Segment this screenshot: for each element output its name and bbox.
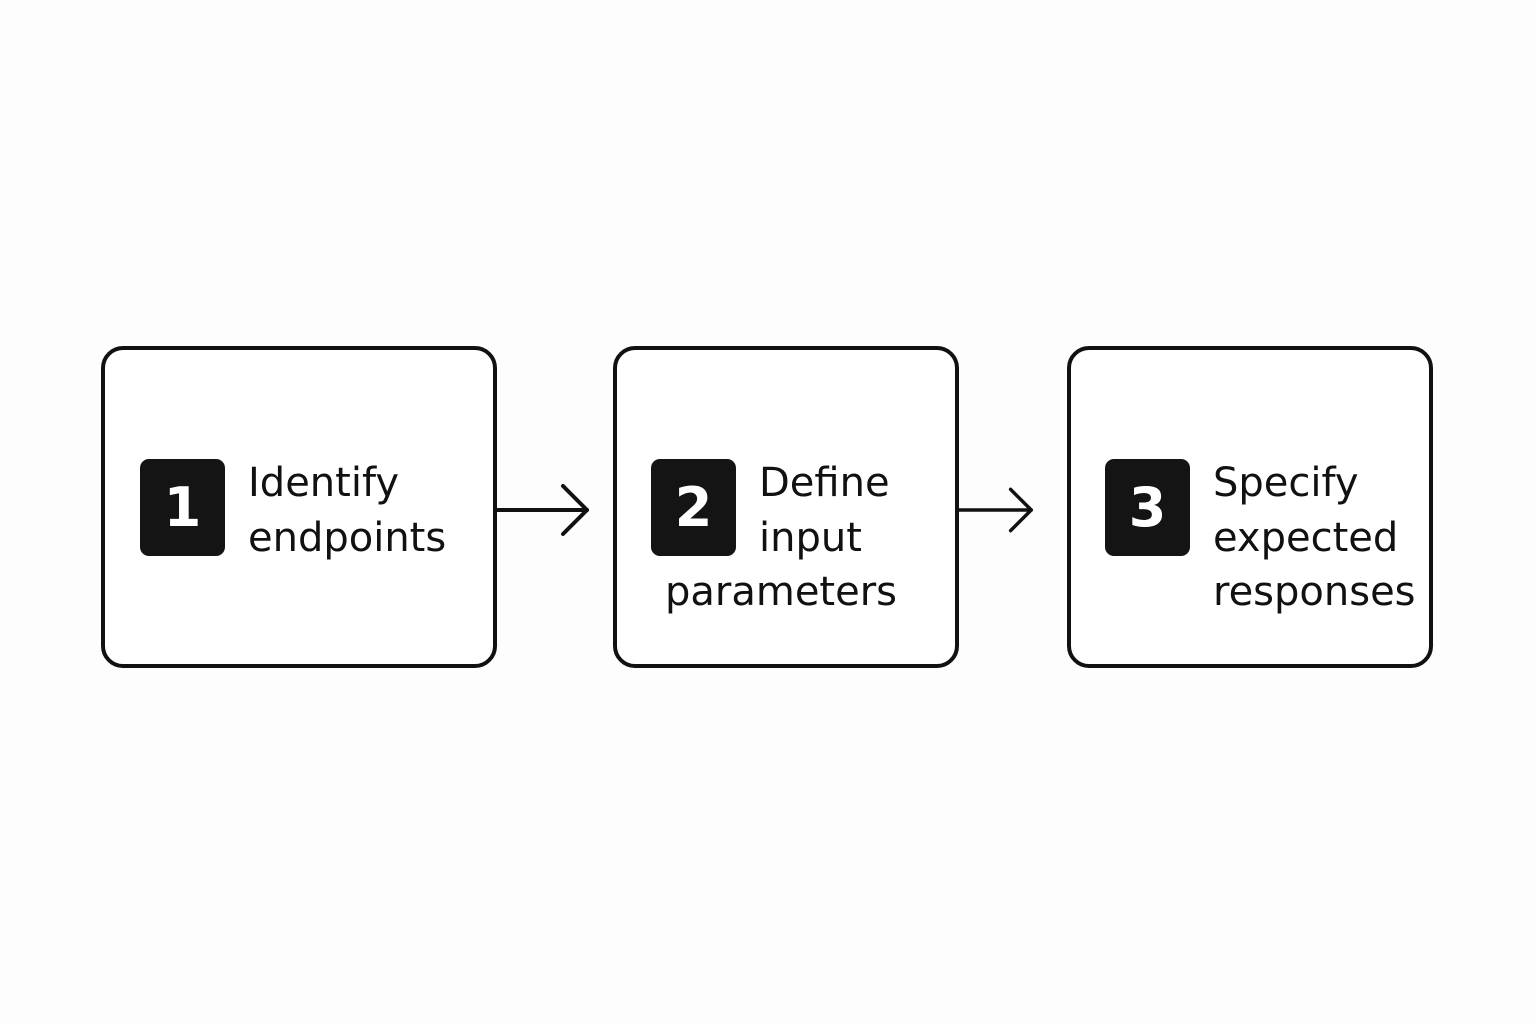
step-1-label-line-2: endpoints: [248, 515, 447, 561]
step-2-number-badge: 2: [651, 459, 736, 556]
step-3-label-line-1: Specify: [1213, 460, 1359, 506]
step-2-label-line-1: Define: [759, 460, 890, 506]
arrow-right-icon: [957, 487, 1033, 533]
step-3-label-line-2: expected: [1213, 515, 1399, 561]
step-1-number-badge: 1: [140, 459, 225, 556]
arrow-right-icon: [495, 484, 589, 536]
step-3-label-line-3: responses: [1213, 569, 1416, 615]
step-1-label-line-1: Identify: [248, 460, 399, 506]
step-3-number-badge: 3: [1105, 459, 1190, 556]
step-2-label-line-2: input: [759, 515, 862, 561]
step-2-label-line-3: parameters: [665, 569, 898, 615]
